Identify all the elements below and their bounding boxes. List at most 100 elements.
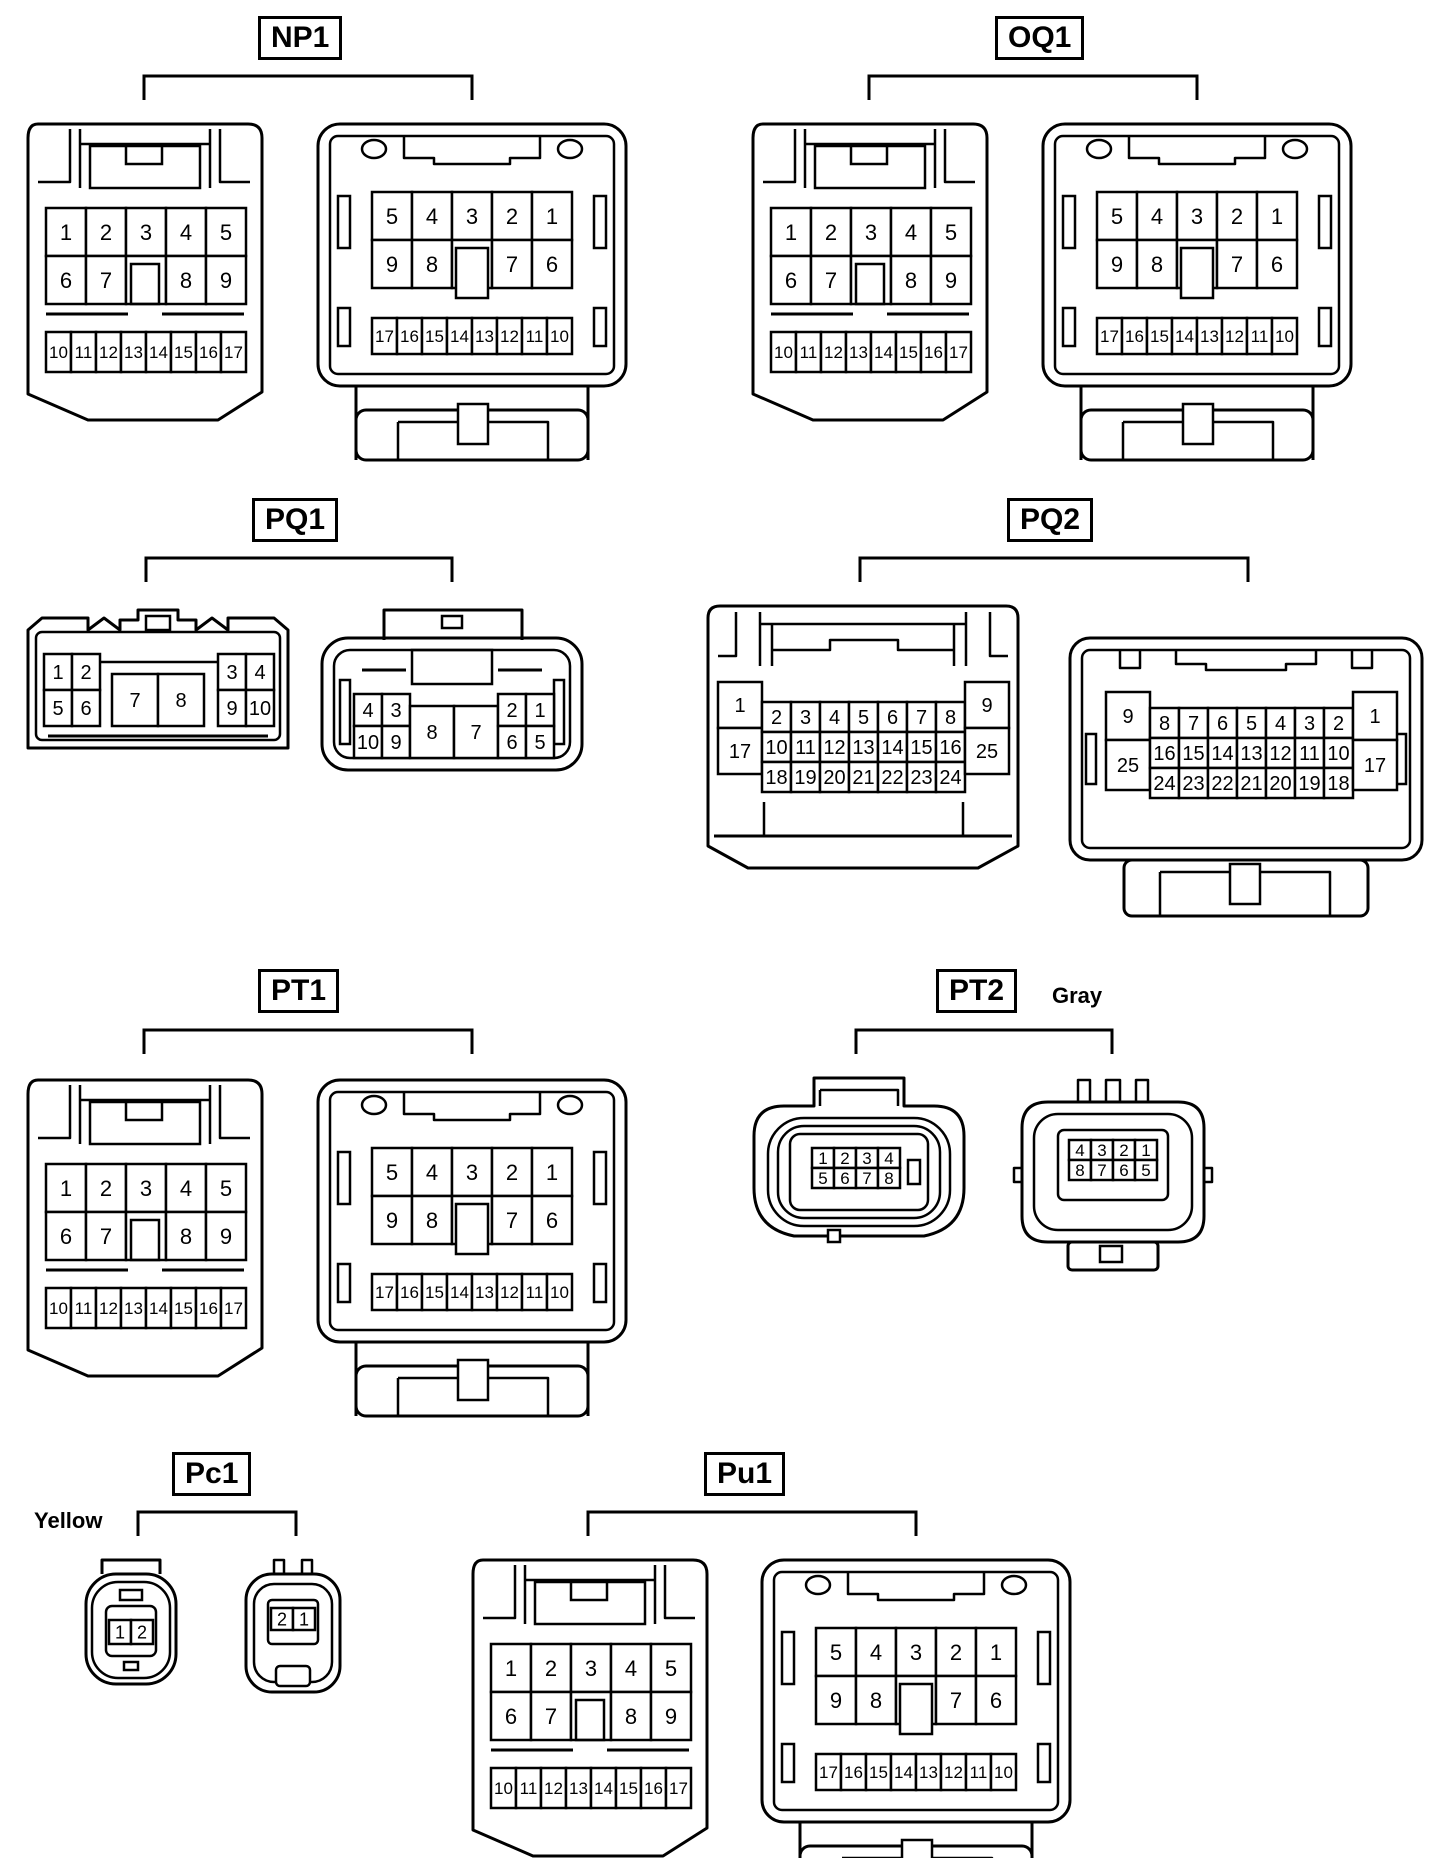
pin-label: 1 <box>505 1656 517 1681</box>
pin-label: 7 <box>470 722 481 744</box>
bracket-pc1 <box>136 1510 298 1536</box>
pin-label: 16 <box>939 737 961 759</box>
outline <box>26 608 290 750</box>
outline <box>338 678 352 746</box>
pin-label: 1 <box>1271 204 1283 229</box>
pin-label: 6 <box>60 1224 72 1249</box>
outline <box>26 1078 264 1378</box>
pin-label: 10 <box>550 1283 569 1302</box>
pin-label: 1 <box>60 220 72 245</box>
pin-label: 8 <box>905 268 917 293</box>
pin-cell <box>847 730 880 764</box>
pin-label: 2 <box>1231 204 1243 229</box>
label-pt2: PT2 <box>936 969 1018 1013</box>
outline <box>124 144 164 166</box>
pin-cell <box>410 238 454 290</box>
pin-cell <box>769 330 798 374</box>
outline <box>788 1132 930 1212</box>
pin-label: 14 <box>894 1763 913 1782</box>
pin-cell <box>380 692 412 728</box>
pin-label: 17 <box>224 343 243 362</box>
label-oq1: OQ1 <box>995 16 1085 60</box>
outline <box>122 1660 140 1672</box>
outline <box>124 1100 164 1122</box>
pin-cell <box>450 1146 494 1198</box>
pin-cell <box>490 1194 534 1246</box>
outline <box>818 1088 900 1106</box>
pin-label: 15 <box>869 1763 888 1782</box>
pin-label: 5 <box>665 1656 677 1681</box>
outline <box>483 1565 695 1620</box>
pin-label: 1 <box>546 1160 558 1185</box>
pin-cell <box>452 704 500 760</box>
pin-label: 1 <box>115 1622 125 1642</box>
pin-label: 7 <box>100 268 112 293</box>
outline <box>763 129 975 184</box>
pin-label: 6 <box>840 1169 849 1188</box>
pin-label: 8 <box>180 268 192 293</box>
pin-cell <box>194 1286 223 1330</box>
outline <box>104 1604 158 1658</box>
pin-cell <box>939 1752 968 1792</box>
pin-cell <box>869 330 898 374</box>
pin-label: 11 <box>75 1299 93 1318</box>
latch-hole <box>1000 1574 1028 1596</box>
pin-label: 4 <box>180 220 192 245</box>
pin-label: 10 <box>49 1299 68 1318</box>
pin-label: 10 <box>1327 743 1349 765</box>
pin-cell <box>84 1162 128 1214</box>
bracket-pq2 <box>858 556 1250 582</box>
pin-cell <box>244 688 276 728</box>
outline <box>402 1092 542 1122</box>
outline <box>758 612 968 666</box>
pin-label: 8 <box>1151 252 1163 277</box>
pin-label: 3 <box>1097 1141 1106 1160</box>
pin-label: 1 <box>299 1609 309 1629</box>
pin-label: 24 <box>1153 773 1175 795</box>
pin-label: 2 <box>80 662 91 684</box>
bracket-np1 <box>142 74 474 100</box>
pin-cell <box>649 1690 693 1742</box>
pin-label: 22 <box>881 767 903 789</box>
pin-label: 5 <box>220 1176 232 1201</box>
pin-label: 20 <box>823 767 845 789</box>
outline <box>78 129 212 188</box>
pin-label: 12 <box>824 343 843 362</box>
pin-label: 3 <box>862 1149 871 1168</box>
pin-label: 16 <box>1153 743 1175 765</box>
pin-cell <box>144 330 173 374</box>
outline <box>1317 194 1333 250</box>
pin-label: 5 <box>1141 1161 1150 1180</box>
pin-label: 2 <box>277 1609 287 1629</box>
pin-label: 12 <box>99 1299 118 1318</box>
outline <box>316 1078 628 1344</box>
pin-cell <box>219 330 248 374</box>
pin-label: 17 <box>1100 327 1119 346</box>
label-np1: NP1 <box>258 16 343 60</box>
pin-label: 2 <box>100 1176 112 1201</box>
outline <box>272 1558 314 1574</box>
pin-label: 1 <box>990 1640 1002 1665</box>
pin-label: 6 <box>887 707 898 729</box>
pin-label: 7 <box>825 268 837 293</box>
outline <box>803 129 937 188</box>
outline <box>1056 1128 1170 1202</box>
outline <box>1032 1112 1194 1232</box>
pin-cell <box>84 254 128 306</box>
pin-cell <box>989 1752 1018 1792</box>
pin-label: 8 <box>945 707 956 729</box>
pin-label: 15 <box>619 1779 638 1798</box>
pin-label: 23 <box>910 767 932 789</box>
pin-cell <box>1351 738 1399 792</box>
label-pc1: Pc1 <box>172 1452 252 1496</box>
pin-label: 19 <box>794 767 816 789</box>
pin-cell <box>760 760 793 794</box>
pin-label: 6 <box>1217 713 1228 735</box>
pin-label: 8 <box>884 1169 893 1188</box>
outline <box>90 1580 172 1680</box>
